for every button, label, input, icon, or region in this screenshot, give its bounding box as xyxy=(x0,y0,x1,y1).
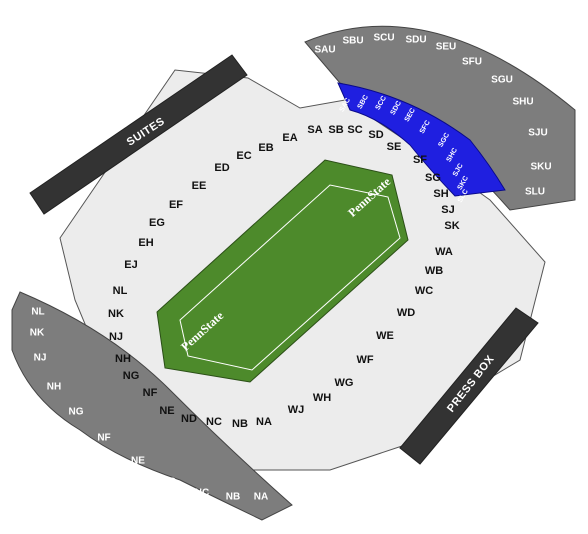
section-label-ej: EJ xyxy=(124,259,137,271)
section-label-nc: NC xyxy=(195,488,209,499)
section-label-ef: EF xyxy=(169,199,183,211)
section-label-ee: EE xyxy=(192,180,207,192)
section-label-nd: ND xyxy=(181,413,197,425)
section-label-eh: EH xyxy=(138,237,153,249)
section-label-slu: SLU xyxy=(525,187,545,198)
section-label-sg: SG xyxy=(425,172,441,184)
section-label-sju: SJU xyxy=(528,128,547,139)
section-label-shu: SHU xyxy=(512,97,533,108)
upper-deck-east xyxy=(304,25,576,211)
section-label-nf: NF xyxy=(97,433,110,444)
section-label-na: NA xyxy=(256,416,272,428)
section-label-wh: WH xyxy=(313,392,331,404)
section-label-wg: WG xyxy=(335,377,354,389)
section-label-sgu: SGU xyxy=(491,75,513,86)
section-label-sf: SF xyxy=(413,154,427,166)
section-label-nh: NH xyxy=(115,353,131,365)
section-label-wj: WJ xyxy=(288,404,305,416)
section-label-na: NA xyxy=(254,492,268,503)
section-label-sd: SD xyxy=(368,129,383,141)
section-label-scu: SCU xyxy=(373,33,394,44)
section-label-wb: WB xyxy=(425,265,443,277)
section-label-sfu: SFU xyxy=(462,57,482,68)
section-label-nk: NK xyxy=(30,328,45,339)
section-label-sa: SA xyxy=(307,124,322,136)
section-label-ng: NG xyxy=(69,407,84,418)
section-label-nj: NJ xyxy=(109,331,123,343)
section-label-wf: WF xyxy=(356,354,373,366)
football-field: PennState PennState xyxy=(156,159,409,383)
section-label-wd: WD xyxy=(397,307,415,319)
section-label-nk: NK xyxy=(108,308,124,320)
section-label-sku: SKU xyxy=(530,162,551,173)
section-label-nd: ND xyxy=(162,477,176,488)
section-label-nb: NB xyxy=(226,492,240,503)
section-label-eb: EB xyxy=(258,142,273,154)
section-label-nl: NL xyxy=(31,307,44,318)
section-label-nj: NJ xyxy=(34,353,47,364)
section-label-nh: NH xyxy=(47,382,61,393)
section-label-nf: NF xyxy=(143,387,158,399)
section-label-se: SE xyxy=(387,141,402,153)
section-label-wc: WC xyxy=(415,285,433,297)
section-label-ne: NE xyxy=(159,405,174,417)
section-label-sbu: SBU xyxy=(342,36,363,47)
section-label-sdu: SDU xyxy=(405,35,426,46)
section-label-sc: SC xyxy=(347,124,362,136)
section-label-we: WE xyxy=(376,330,394,342)
section-label-sh: SH xyxy=(433,188,448,200)
upper-deck-west xyxy=(11,291,293,521)
section-label-sj: SJ xyxy=(441,204,454,216)
section-label-ea: EA xyxy=(282,132,297,144)
section-label-ne: NE xyxy=(131,456,145,467)
section-label-nc: NC xyxy=(206,416,222,428)
section-label-ec: EC xyxy=(236,150,251,162)
section-label-nl: NL xyxy=(113,285,128,297)
section-label-wa: WA xyxy=(435,246,453,258)
section-label-ng: NG xyxy=(123,370,140,382)
section-label-eg: EG xyxy=(149,217,165,229)
section-label-sb: SB xyxy=(328,124,343,136)
section-label-sk: SK xyxy=(444,220,459,232)
suites-block: SUITES xyxy=(29,54,248,215)
section-label-sau: SAU xyxy=(314,45,335,56)
section-label-ed: ED xyxy=(214,162,229,174)
section-label-seu: SEU xyxy=(436,42,457,53)
section-label-nb: NB xyxy=(232,418,248,430)
